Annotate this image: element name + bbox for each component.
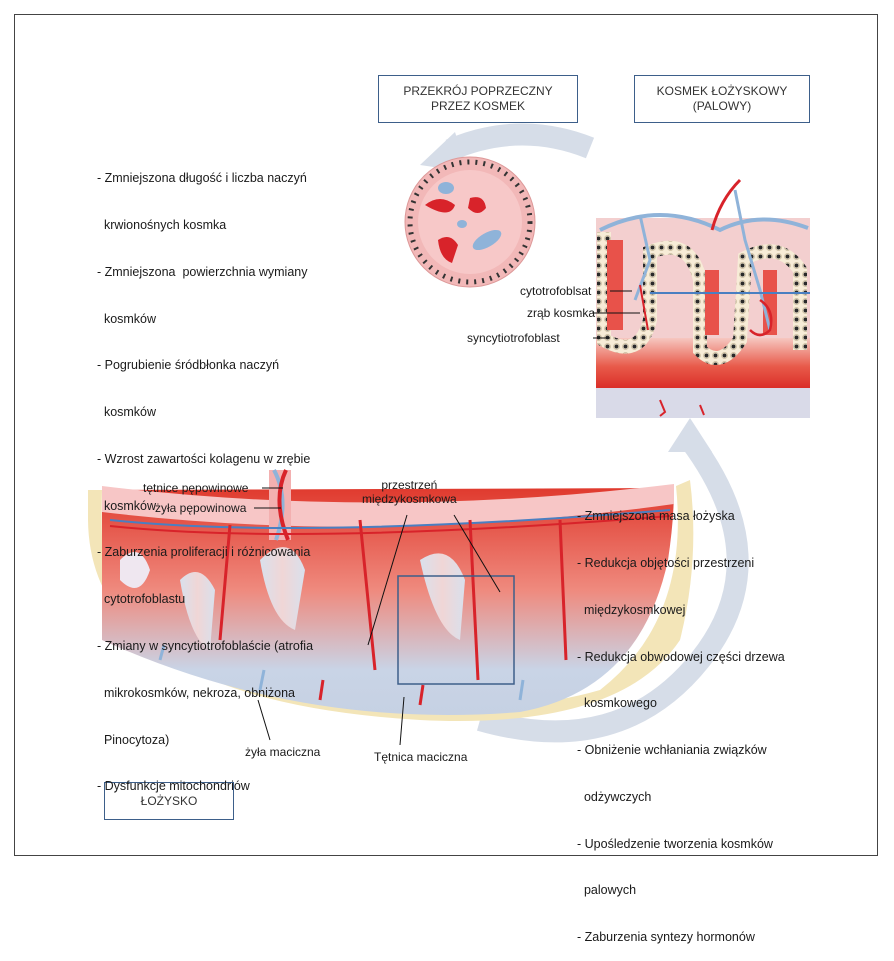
cycle-arrow-bottom-head <box>668 418 712 452</box>
list-item: - Obniżenie wchłaniania związków <box>577 743 867 759</box>
villus-block <box>596 180 810 418</box>
label-zrab-kosmka: zrąb kosmka <box>527 306 595 320</box>
placenta-changes-list: - Zmniejszona masa łożyska - Redukcja ob… <box>577 478 867 961</box>
list-item: międzykosmkowej <box>577 603 867 619</box>
list-item: - Redukcja objętości przestrzeni <box>577 556 867 572</box>
list-item: - Dysfunkcje mitochondriów <box>97 779 387 795</box>
list-item: - Upośledzenie tworzenia kosmków <box>577 837 867 853</box>
list-item: cytotrofoblastu <box>97 592 387 608</box>
label-tetnice-pepowinowe: tętnice pępowinowe <box>143 481 248 495</box>
list-item: - Zaburzenia syntezy hormonów <box>577 930 867 946</box>
label-zyla-pepowinowa: żyła pępowinowa <box>155 501 246 515</box>
list-item: - Zmniejszona masa łożyska <box>577 509 867 525</box>
list-item: - Zaburzenia proliferacji i różnicowania <box>97 545 387 561</box>
list-item: - Zmniejszona długość i liczba naczyń <box>97 171 387 187</box>
cycle-arrow-top <box>450 134 590 150</box>
label-tetnica-maciczna: Tętnica maciczna <box>374 750 467 764</box>
list-item: Pinocytoza) <box>97 733 387 749</box>
list-item: krwionośnych kosmka <box>97 218 387 234</box>
label-zyla-maciczna: żyła maciczna <box>245 745 320 759</box>
label-syncytiotrofoblast: syncytiotrofoblast <box>467 331 560 345</box>
list-item: kosmkowego <box>577 696 867 712</box>
villus-title-box: KOSMEK ŁOŻYSKOWY (PALOWY) <box>634 75 810 123</box>
label-przestrzen-miedzykosmkowa: przestrzeń międzykosmkowa <box>362 478 457 506</box>
list-item: - Zmniejszona powierzchnia wymiany <box>97 265 387 281</box>
label-cytotrofoblast: cytotrofoblsat <box>520 284 591 298</box>
list-item: - Redukcja obwodowej części drzewa <box>577 650 867 666</box>
list-item: kosmków <box>97 312 387 328</box>
list-item: palowych <box>577 883 867 899</box>
list-item: mikrokosmków, nekroza, obniżona <box>97 686 387 702</box>
list-item: - Zmiany w syncytiotrofoblaście (atrofia <box>97 639 387 655</box>
list-item: odżywczych <box>577 790 867 806</box>
villus-changes-list: - Zmniejszona długość i liczba naczyń kr… <box>97 140 387 811</box>
villus-cross-section <box>405 157 535 287</box>
list-item: - Wzrost zawartości kolagenu w zrębie <box>97 452 387 468</box>
list-item: kosmków <box>97 405 387 421</box>
list-item: - Pogrubienie śródbłonka naczyń <box>97 358 387 374</box>
cross-section-title-box: PRZEKRÓJ POPRZECZNY PRZEZ KOSMEK <box>378 75 578 123</box>
